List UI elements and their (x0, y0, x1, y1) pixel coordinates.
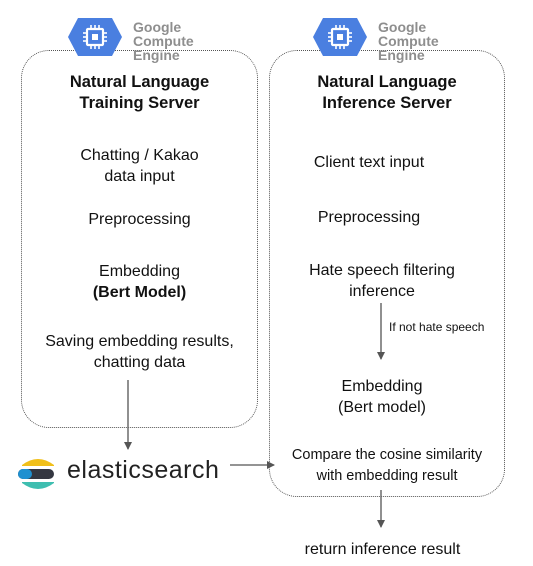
inference-step-hate-speech: Hate speech filtering inference (309, 262, 455, 300)
arrow-note-not-hate-speech: If not hate speech (389, 320, 485, 334)
inference-step-client-input: Client text input (313, 154, 425, 171)
inference-server-panel (269, 50, 505, 497)
gce-badge-label: Google Compute Engine (133, 19, 194, 63)
inference-server-title: Natural Language Inference Server (317, 73, 457, 112)
training-step-saving: Saving embedding results, chatting data (45, 333, 234, 371)
training-step-bert-model: (Bert Model) (92, 284, 187, 301)
elasticsearch-logo-icon (18, 459, 54, 489)
inference-step-embedding: Embedding (Bert model) (337, 378, 427, 416)
training-server-panel (21, 50, 258, 428)
google-compute-engine-icon (68, 18, 122, 56)
elasticsearch-label: elasticsearch (67, 456, 220, 484)
gce-badge-label: Google Compute Engine (378, 19, 439, 63)
training-server-title: Natural Language Training Server (69, 73, 210, 112)
training-step-preprocessing: Preprocessing (88, 211, 191, 228)
inference-step-preprocessing: Preprocessing (317, 209, 421, 226)
inference-step-cosine-similarity: Compare the cosine similarity with embed… (291, 447, 483, 484)
google-compute-engine-icon (313, 18, 367, 56)
training-step-embedding: Embedding (99, 263, 180, 280)
return-inference-result: return inference result (304, 541, 461, 558)
training-step-data-input: Chatting / Kakao data input (80, 147, 199, 185)
